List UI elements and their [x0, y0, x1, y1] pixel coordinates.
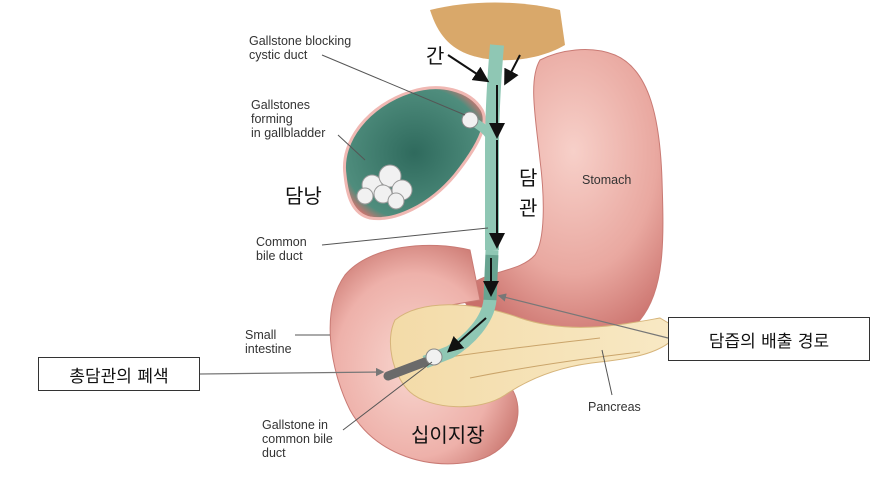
label-gallstone-in-common: Gallstone in common bile duct — [262, 418, 333, 460]
label-gallstones-forming: Gallstones forming in gallbladder — [251, 98, 325, 140]
korean-duodenum: 십이지장 — [411, 419, 485, 448]
stone-common — [426, 349, 442, 365]
label-common-bile-duct: Common bile duct — [256, 235, 307, 263]
label-pancreas: Pancreas — [588, 400, 641, 414]
korean-liver: 간 — [426, 40, 444, 69]
korean-bile-duct-1: 담 — [519, 162, 537, 191]
korean-gallbladder: 담낭 — [285, 180, 322, 209]
bile-route-box: 담즙의 배출 경로 — [668, 317, 870, 361]
korean-bile-duct-2: 관 — [519, 192, 537, 221]
label-stomach: Stomach — [582, 173, 631, 187]
label-small-intestine: Small intestine — [245, 328, 292, 356]
obstruction-box: 총담관의 폐색 — [38, 357, 200, 391]
label-gallstone-blocking: Gallstone blocking cystic duct — [249, 34, 351, 62]
